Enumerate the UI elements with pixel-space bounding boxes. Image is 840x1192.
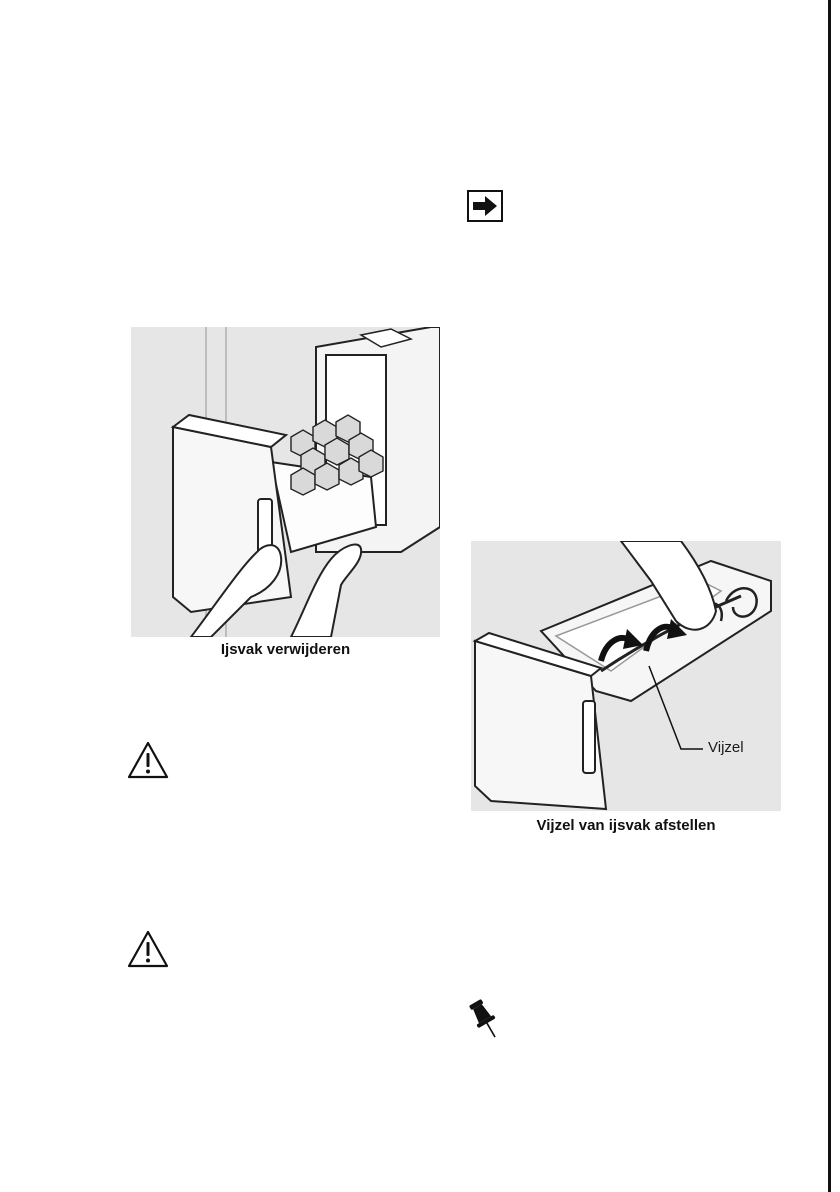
left-figure-caption: Ijsvak verwijderen	[131, 641, 440, 658]
figure-remove-ice-bucket	[131, 327, 440, 637]
auger-callout-label: Vijzel	[708, 739, 744, 756]
page-edge-bar	[828, 0, 831, 1192]
right-figure-caption: Vijzel van ijsvak afstellen	[471, 817, 781, 834]
warning-icon	[126, 740, 170, 780]
warning-icon	[126, 929, 170, 969]
ice-bucket-illustration	[131, 327, 440, 637]
auger-illustration	[471, 541, 781, 811]
figure-adjust-auger: Vijzel	[471, 541, 781, 811]
arrow-right-icon	[467, 190, 503, 222]
pushpin-icon	[469, 998, 499, 1040]
